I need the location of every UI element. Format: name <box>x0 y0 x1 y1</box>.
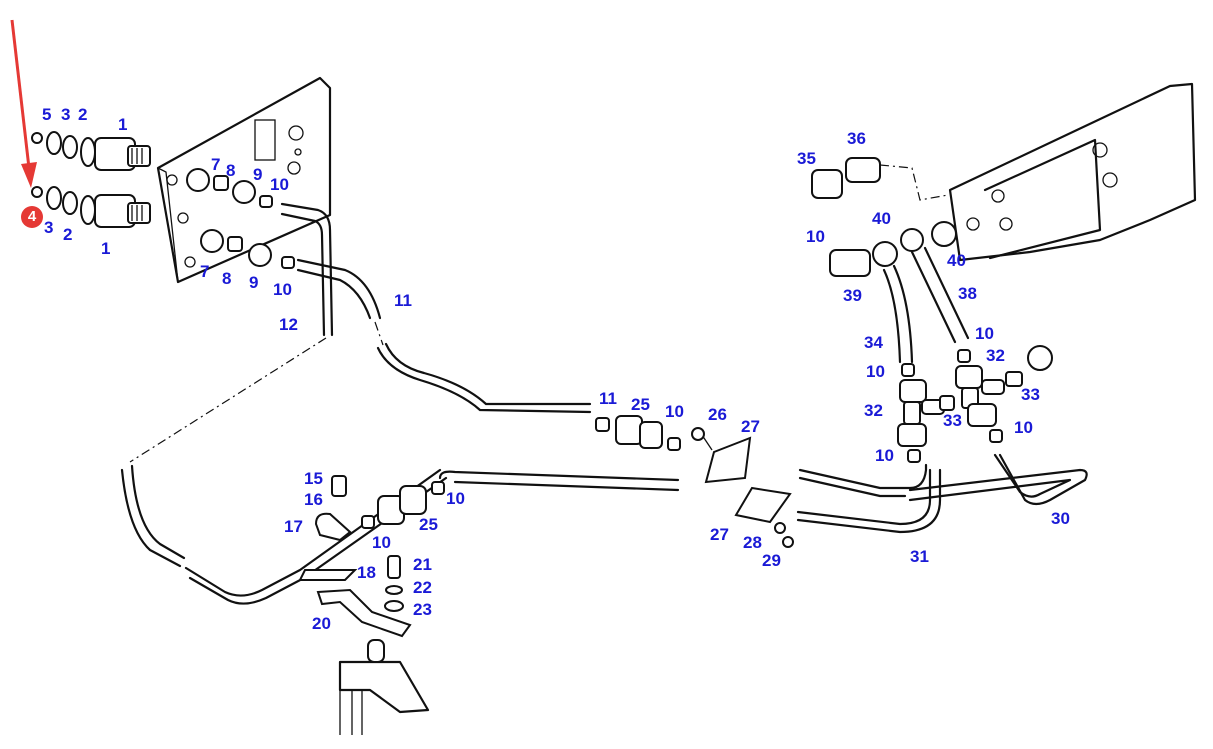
callout-10: 10 <box>270 175 289 194</box>
callout-30: 30 <box>1051 509 1070 528</box>
callout-21: 21 <box>413 555 432 574</box>
callout-2: 2 <box>78 105 88 124</box>
fittings-mid <box>595 415 681 451</box>
callout-32: 32 <box>864 401 883 420</box>
callout-18: 18 <box>357 563 376 582</box>
callout-17: 17 <box>284 517 303 536</box>
pressure-switch-lower <box>80 194 151 228</box>
callout-23: 23 <box>413 600 432 619</box>
callout-40: 40 <box>872 209 891 228</box>
pipe-38 <box>910 246 970 344</box>
washers-upper <box>31 131 78 159</box>
clamp-27-upper <box>691 427 752 484</box>
callout-34: 34 <box>864 333 883 352</box>
callout-15: 15 <box>304 469 323 488</box>
pipe-31 <box>438 463 942 534</box>
clamp-27-lower <box>734 486 794 548</box>
tee-fitting-32-right <box>955 345 1053 443</box>
highlight-arrow <box>10 19 37 188</box>
callout-9: 9 <box>253 165 263 184</box>
bracket-20 <box>298 475 412 638</box>
callout-27: 27 <box>741 417 760 436</box>
tee-fitting-32-left <box>897 363 955 463</box>
callout-1: 1 <box>101 239 111 258</box>
callout-16: 16 <box>304 490 323 509</box>
callout-10: 10 <box>806 227 825 246</box>
washers-lower <box>31 186 78 215</box>
callout-10: 10 <box>975 324 994 343</box>
callout-35: 35 <box>797 149 816 168</box>
callout-22: 22 <box>413 578 432 597</box>
callout-3: 3 <box>61 105 71 124</box>
callout-10: 10 <box>372 533 391 552</box>
callout-29: 29 <box>762 551 781 570</box>
spindle-assembly <box>338 639 430 735</box>
callout-10: 10 <box>875 446 894 465</box>
callout-10: 10 <box>665 402 684 421</box>
callout-38: 38 <box>958 284 977 303</box>
callout-10: 10 <box>866 362 885 381</box>
callout-8: 8 <box>222 269 232 288</box>
callout-11: 11 <box>394 291 412 310</box>
fittings-lower-mid <box>361 481 445 529</box>
frame-block <box>948 82 1197 262</box>
callout-10: 10 <box>273 280 292 299</box>
callout-33: 33 <box>1021 385 1040 404</box>
callout-9: 9 <box>249 273 259 292</box>
pipe-30 <box>908 453 1088 506</box>
callout-5: 5 <box>42 105 52 124</box>
pipe-12 <box>129 202 334 463</box>
callout-39: 39 <box>843 286 862 305</box>
callout-36: 36 <box>847 129 866 148</box>
callout-32: 32 <box>986 346 1005 365</box>
fittings-upper <box>186 168 273 208</box>
callout-25: 25 <box>631 395 650 414</box>
callout-33: 33 <box>943 411 962 430</box>
callout-28: 28 <box>743 533 762 552</box>
callout-12: 12 <box>279 315 298 334</box>
pressure-switch-upper <box>80 137 151 171</box>
mounting-plate <box>156 76 332 284</box>
pipe-11-upper <box>296 258 592 414</box>
callout-8: 8 <box>226 161 236 180</box>
callout-7: 7 <box>211 155 221 174</box>
callout-27: 27 <box>710 525 729 544</box>
fittings-lower <box>200 229 295 269</box>
callout-10: 10 <box>446 489 465 508</box>
callout-2: 2 <box>63 225 73 244</box>
callout-1: 1 <box>118 115 128 134</box>
pipe-34 <box>882 264 914 364</box>
highlight-badge: 4 <box>21 206 43 228</box>
callout-3: 3 <box>44 218 54 237</box>
callout-10: 10 <box>1014 418 1033 437</box>
bolt-21 <box>384 555 404 612</box>
fittings-top-right <box>811 157 957 277</box>
callout-40: 40 <box>947 251 966 270</box>
pipe-lower-left <box>120 464 448 605</box>
callout-7: 7 <box>200 262 210 281</box>
callout-20: 20 <box>312 614 331 633</box>
callout-25: 25 <box>419 515 438 534</box>
callout-26: 26 <box>708 405 727 424</box>
callout-11: 11 <box>599 389 617 408</box>
callout-31: 31 <box>910 547 929 566</box>
